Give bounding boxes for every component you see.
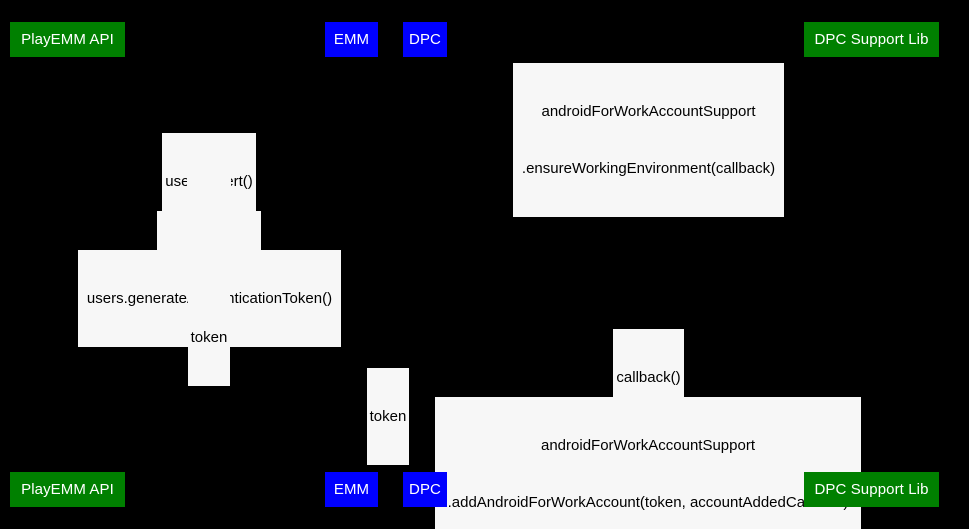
message-line-1: token — [369, 408, 407, 425]
participant-label: DPC Support Lib — [814, 481, 929, 498]
message-ensure-working-environment: androidForWorkAccountSupport .ensureWork… — [513, 63, 784, 217]
participant-footer-dpc-support-lib[interactable]: DPC Support Lib — [804, 472, 939, 507]
message-line-1: callback() — [616, 369, 681, 386]
participant-label: DPC — [409, 481, 441, 498]
message-token-to-emm: token — [188, 289, 230, 386]
message-line-2: .addAndroidForWorkAccount(token, account… — [447, 494, 849, 511]
participant-footer-dpc[interactable]: DPC — [403, 472, 447, 507]
participant-label: DPC Support Lib — [814, 31, 929, 48]
participant-label: EMM — [333, 481, 370, 498]
participant-header-playemm-api[interactable]: PlayEMM API — [10, 22, 125, 57]
participant-footer-playemm-api[interactable]: PlayEMM API — [10, 472, 125, 507]
participant-label: EMM — [333, 31, 370, 48]
participant-header-emm[interactable]: EMM — [325, 22, 378, 57]
participant-label: DPC — [409, 31, 441, 48]
message-token-to-dpc: token — [367, 368, 409, 465]
participant-header-dpc-support-lib[interactable]: DPC Support Lib — [804, 22, 939, 57]
participant-header-dpc[interactable]: DPC — [403, 22, 447, 57]
message-line-1: androidForWorkAccountSupport — [541, 103, 756, 120]
participant-label: PlayEMM API — [21, 481, 114, 498]
participant-label: PlayEMM API — [21, 31, 114, 48]
message-line-1: token — [190, 329, 228, 346]
participant-footer-emm[interactable]: EMM — [325, 472, 378, 507]
message-add-android-for-work-account: androidForWorkAccountSupport .addAndroid… — [435, 397, 861, 529]
message-line-1: androidForWorkAccountSupport — [541, 437, 755, 454]
message-line-2: .ensureWorkingEnvironment(callback) — [521, 160, 776, 177]
